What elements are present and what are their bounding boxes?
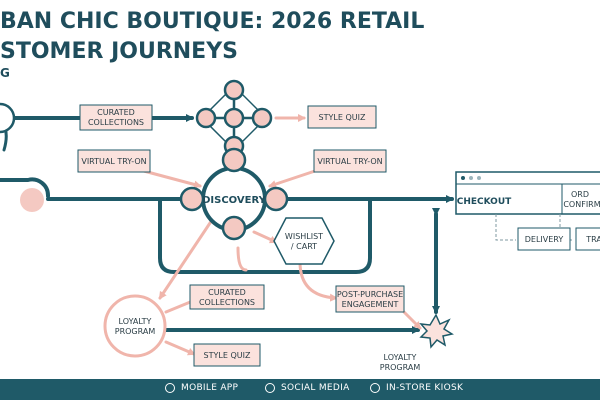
loyalty-right-line2: PROGRAM	[380, 363, 421, 372]
social-icon	[265, 383, 275, 393]
virtual-try-on-left[interactable]: VIRTUAL TRY-ON	[77, 149, 151, 173]
teal-flow-lines	[0, 114, 454, 334]
style-quiz-bottom-label: STYLE QUIZ	[204, 351, 251, 360]
post-purchase-engagement[interactable]: POST-PURCHASE ENGAGEMENT	[335, 285, 405, 313]
footer-item-social-media[interactable]: SOCIAL MEDIA	[265, 383, 350, 393]
virtual-right-arrow	[268, 168, 320, 188]
post-purchase-line2: ENGAGEMENT	[342, 300, 399, 309]
page-subtitle: G	[0, 66, 10, 80]
discovery-label: DISCOVERY	[202, 195, 267, 206]
virtual-right-label: VIRTUAL TRY-ON	[317, 157, 382, 166]
delivery-node[interactable]: DELIVERY	[517, 227, 571, 251]
delivery-label: DELIVERY	[525, 235, 564, 244]
style-quiz-top[interactable]: STYLE QUIZ	[307, 105, 377, 129]
wishlist-loop	[236, 246, 248, 272]
checkout-window[interactable]: CHECKOUT ORD CONFIRM	[455, 171, 600, 215]
curated-collections-bottom[interactable]: CURATED COLLECTIONS	[189, 284, 265, 310]
discovery-hub[interactable]: DISCOVERY	[179, 147, 289, 241]
wishlist-to-postpurchase	[298, 260, 338, 302]
order-confirm-line2: CONFIRM	[563, 200, 600, 209]
wishlist-line2: / CART	[291, 242, 317, 251]
loyalty-right-line1: LOYALTY	[384, 353, 417, 362]
curated-top-line1: CURATED	[97, 108, 135, 117]
style-quiz-top-label: STYLE QUIZ	[319, 113, 366, 122]
loyalty-program-left[interactable]: LOYALTY PROGRAM	[103, 294, 167, 358]
style-quiz-bottom[interactable]: STYLE QUIZ	[193, 343, 261, 367]
entry-node-bottom[interactable]	[20, 188, 44, 212]
mobile-icon	[165, 383, 175, 393]
order-confirm-line1: ORD	[571, 190, 589, 199]
footer-label-social-media: SOCIAL MEDIA	[281, 383, 350, 393]
loyalty-left-line2: PROGRAM	[115, 327, 156, 336]
discovery-to-loyalty	[158, 212, 218, 300]
page-title-line2: STOMER JOURNEYS	[0, 39, 238, 64]
page-title: BAN CHIC BOUTIQUE: 2026 RETAIL	[0, 9, 425, 34]
postpurchase-to-star	[402, 310, 422, 330]
tracking-label: TRA	[585, 235, 600, 244]
entry-node-top[interactable]	[0, 102, 16, 134]
curated-bottom-line2: COLLECTIONS	[199, 298, 255, 307]
kiosk-icon	[370, 383, 380, 393]
footer-label-mobile-app: MOBILE APP	[181, 383, 239, 393]
channel-footer: MOBILE APP SOCIAL MEDIA IN-STORE KIOSK	[0, 379, 600, 400]
curated-bottom-line1: CURATED	[208, 288, 246, 297]
curated-top-line2: COLLECTIONS	[88, 118, 144, 127]
curated-collections-top[interactable]: CURATED COLLECTIONS	[79, 104, 153, 131]
virtual-try-on-right[interactable]: VIRTUAL TRY-ON	[313, 149, 387, 173]
loyalty-left-line1: LOYALTY	[119, 317, 152, 326]
top-node-cluster[interactable]	[195, 79, 273, 157]
tracking-node[interactable]: TRA	[575, 227, 600, 251]
hub-to-wishlist	[252, 230, 278, 244]
footer-item-in-store-kiosk[interactable]: IN-STORE KIOSK	[370, 383, 463, 393]
checkout-label: CHECKOUT	[457, 197, 512, 207]
loyalty-to-style-quiz	[164, 340, 196, 356]
wishlist-line1: WISHLIST	[285, 232, 323, 241]
post-purchase-line1: POST-PURCHASE	[337, 290, 403, 299]
virtual-left-label: VIRTUAL TRY-ON	[81, 157, 146, 166]
virtual-left-arrow	[138, 168, 202, 189]
footer-label-in-store-kiosk: IN-STORE KIOSK	[386, 383, 464, 393]
wishlist-cart-node[interactable]: WISHLIST / CART	[273, 217, 335, 265]
loyalty-star-node[interactable]: LOYALTY PROGRAM	[380, 313, 454, 372]
entry-loop	[0, 177, 50, 198]
lower-loop	[158, 197, 372, 274]
footer-item-mobile-app[interactable]: MOBILE APP	[165, 383, 238, 393]
